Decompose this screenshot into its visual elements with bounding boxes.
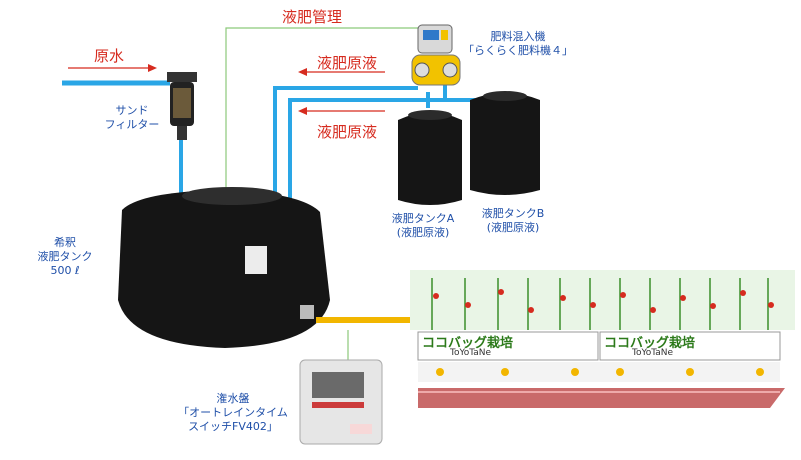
label-stock-solution-top: 液肥原液 [317,54,378,72]
label-tank-b: 液肥タンクB (液肥原液) [468,207,558,235]
label-mixer-l2: 「らくらく肥料機４」 [463,44,573,57]
label-fertilizer-management: 液肥管理 [282,8,343,26]
label-raw-water: 原水 [94,47,125,65]
label-mixer: 肥料混入機 「らくらく肥料機４」 [458,30,578,58]
label-tank-b-l1: 液肥タンクB [481,207,545,220]
stock-pipe-top [273,86,418,200]
bag-maker-2: ToYoTaNe [632,348,674,358]
bag-brand-1: ココバッグ栽培 [422,336,514,351]
label-panel-l3: スイッチFV402」 [188,420,278,433]
label-control-panel: 潅水盤 「オートレインタイム スイッチFV402」 [168,392,298,434]
fertilizer-mixer [411,24,461,86]
label-tank-a-l1: 液肥タンクA [391,212,455,225]
label-tank-a-l2: (液肥原液) [396,226,450,239]
bag-brand-2: ココバッグ栽培 [604,336,696,351]
stock-arrow-top [298,68,385,76]
label-panel-l1: 潅水盤 [216,392,250,405]
plants [431,278,769,330]
bag-maker-1: ToYoTaNe [450,348,492,358]
drip-emitters [436,368,764,376]
control-line [225,27,420,195]
label-dilution-l3: 500 ℓ [50,264,80,277]
tank-a [398,110,462,205]
label-sand-filter: サンド フィルター [102,104,162,132]
dilution-tank [118,187,330,348]
tank-b [470,91,540,195]
label-mixer-l1: 肥料混入機 [490,30,546,43]
label-panel-l2: 「オートレインタイム [178,406,288,419]
label-sand-filter-l1: サンド [115,104,149,117]
raw-water-arrow [68,64,157,72]
label-stock-solution-mid: 液肥原液 [317,123,378,141]
sand-filter [167,72,197,140]
coco-bag-bed [410,270,795,408]
label-dilution-tank: 希釈 液肥タンク 500 ℓ [30,236,100,278]
control-panel [299,359,383,445]
label-dilution-l2: 液肥タンク [37,250,93,263]
label-sand-filter-l2: フィルター [104,118,160,131]
tomatoes [433,289,774,313]
stock-arrow-mid [298,107,385,115]
label-dilution-l1: 希釈 [54,236,76,249]
label-tank-b-l2: (液肥原液) [486,221,540,234]
label-tank-a: 液肥タンクA (液肥原液) [378,212,468,240]
